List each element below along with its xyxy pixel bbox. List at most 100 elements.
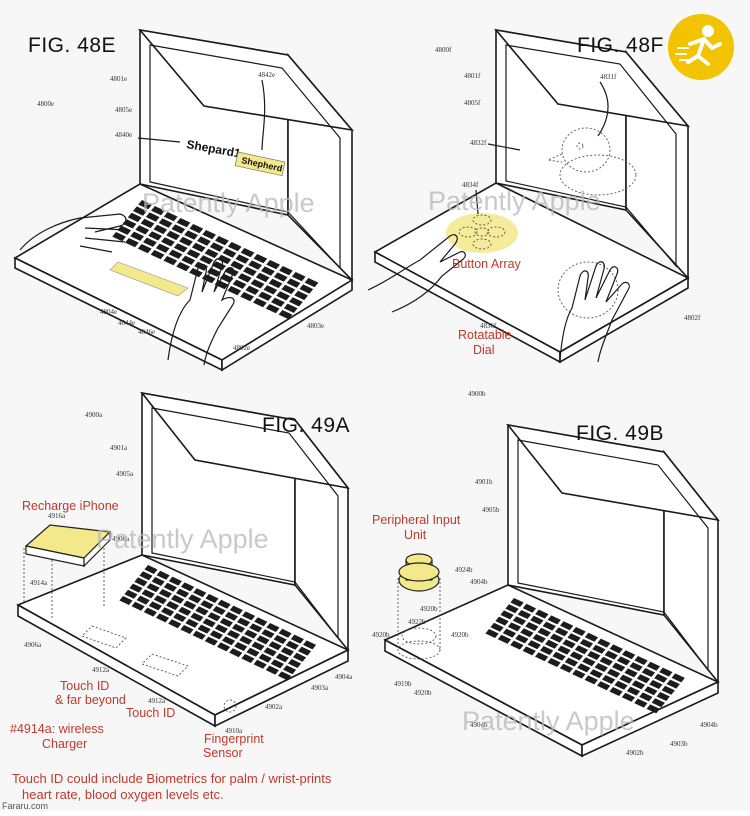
- fig-49b-ref-1: 4901b: [475, 478, 493, 486]
- keyboard-key: [140, 218, 155, 229]
- keyboard-key: [181, 582, 195, 592]
- fig-49a-base-side: [214, 648, 349, 728]
- keyboard-key: [209, 242, 224, 252]
- keyboard-key: [510, 598, 524, 607]
- keyboard-key: [249, 623, 263, 633]
- caption-line-1: Touch ID could include Biometrics for pa…: [12, 771, 332, 786]
- keyboard-key: [495, 616, 509, 626]
- fig-48f-label-dial-1: Rotatable: [458, 328, 512, 342]
- fig-48f-label-dial-2: Dial: [473, 343, 495, 357]
- keyboard-key: [532, 634, 546, 643]
- keyboard-key: [158, 218, 173, 228]
- keyboard-key: [654, 673, 668, 683]
- keyboard-key: [217, 254, 232, 265]
- keyboard-key: [283, 303, 298, 313]
- keyboard-key: [202, 618, 216, 628]
- keyboard-key: [559, 663, 574, 673]
- keyboard-key: [520, 628, 534, 638]
- keyboard-key: [151, 577, 165, 586]
- fig-48e-ref-2: 4805e: [115, 106, 132, 114]
- keyboard-key: [239, 635, 253, 645]
- keyboard-key: [227, 286, 242, 296]
- fig-48f-ref-5: 4834f: [462, 181, 479, 189]
- keyboard-key: [217, 599, 231, 609]
- keyboard-key: [540, 646, 554, 655]
- fig-49a-ref-7: 4904a: [335, 673, 353, 681]
- keyboard-key: [112, 232, 126, 242]
- fig-48e-ref-8: 4802e: [233, 344, 250, 352]
- keyboard-key: [599, 656, 613, 666]
- keyboard-key: [557, 645, 571, 655]
- keyboard-key: [131, 601, 145, 611]
- keyboard-key: [594, 663, 608, 672]
- keyboard-key: [263, 285, 278, 295]
- keyboard-key: [144, 565, 158, 574]
- keyboard-key: [258, 291, 272, 301]
- keyboard-key: [644, 686, 658, 696]
- fig-48f-leader-4831: [597, 81, 609, 137]
- keyboard-key: [204, 248, 219, 259]
- keyboard-key: [189, 268, 203, 278]
- keyboard-key: [542, 621, 556, 631]
- fig-48f-title: FIG. 48F: [577, 34, 664, 57]
- fig-48f-button-array-highlight: [446, 213, 518, 253]
- keyboard-key: [502, 628, 517, 638]
- keyboard-key: [207, 612, 221, 622]
- keyboard-key: [547, 658, 561, 667]
- keyboard-key: [199, 255, 214, 265]
- fig-48f-leader-4834: [475, 189, 479, 215]
- fig-48e-title: FIG. 48E: [28, 34, 116, 57]
- keyboard-key: [612, 662, 626, 672]
- fig-48e-ref-0: 4800e: [37, 100, 54, 108]
- keyboard-key: [278, 671, 292, 681]
- keyboard-key: [651, 698, 665, 708]
- keyboard-key: [266, 623, 280, 632]
- fig-49a-label-touchid-2: & far beyond: [55, 693, 126, 707]
- fig-49a-ref-10: 4910a: [225, 727, 243, 735]
- watermark-49b: Patently Apple: [462, 706, 635, 736]
- keyboard-key: [156, 570, 170, 580]
- fig-48f-ref-3: 4831f: [600, 73, 617, 81]
- fig-48f-ref-1: 4801f: [464, 72, 481, 80]
- keyboard-key: [530, 615, 544, 625]
- keyboard-key: [134, 577, 148, 587]
- keyboard-key: [572, 669, 586, 679]
- keyboard-key: [148, 601, 162, 611]
- keyboard-key: [186, 249, 201, 259]
- fig-49a-label-fp-2: Sensor: [203, 746, 243, 760]
- fig-48f-ref-6: 4836f: [480, 322, 497, 330]
- keyboard-key: [275, 653, 289, 663]
- keyboard-key: [163, 212, 178, 222]
- fig-48f-dial-icon: [557, 261, 619, 319]
- fig-49b-base-side: [581, 680, 719, 758]
- keyboard-key: [560, 621, 574, 631]
- keyboard-key: [178, 606, 192, 616]
- keyboard-key: [619, 674, 633, 684]
- keyboard-key: [189, 224, 204, 234]
- keyboard-key: [161, 237, 175, 247]
- keyboard-key: [188, 594, 202, 604]
- keyboard-key: [197, 624, 211, 634]
- fig-48e-left-hand: [19, 213, 129, 253]
- fig-49b-ref-10: 4920b: [414, 689, 432, 697]
- keyboard-key: [584, 632, 599, 642]
- keyboard-key: [258, 653, 272, 663]
- keyboard-key: [253, 254, 268, 264]
- keyboard-key: [212, 261, 226, 271]
- fig-49b-screen-panel: [517, 439, 709, 672]
- keyboard-key: [209, 630, 223, 640]
- keyboard-key: [153, 224, 168, 235]
- fig-49a-screen-panel: [151, 407, 339, 640]
- keyboard-key: [146, 583, 160, 593]
- keyboard-key: [671, 673, 685, 683]
- keyboard-key: [569, 651, 584, 661]
- fig-49b-ref-7: 4920b: [372, 631, 390, 639]
- keyboard-key: [168, 576, 182, 586]
- keyboard-key: [261, 266, 275, 276]
- keyboard-key: [234, 642, 248, 651]
- keyboard-key: [217, 642, 231, 652]
- fig-49b-ref-3: 4924b: [455, 566, 473, 574]
- keyboard-key: [193, 588, 207, 598]
- keyboard-key: [636, 674, 651, 684]
- keyboard-key: [133, 206, 147, 216]
